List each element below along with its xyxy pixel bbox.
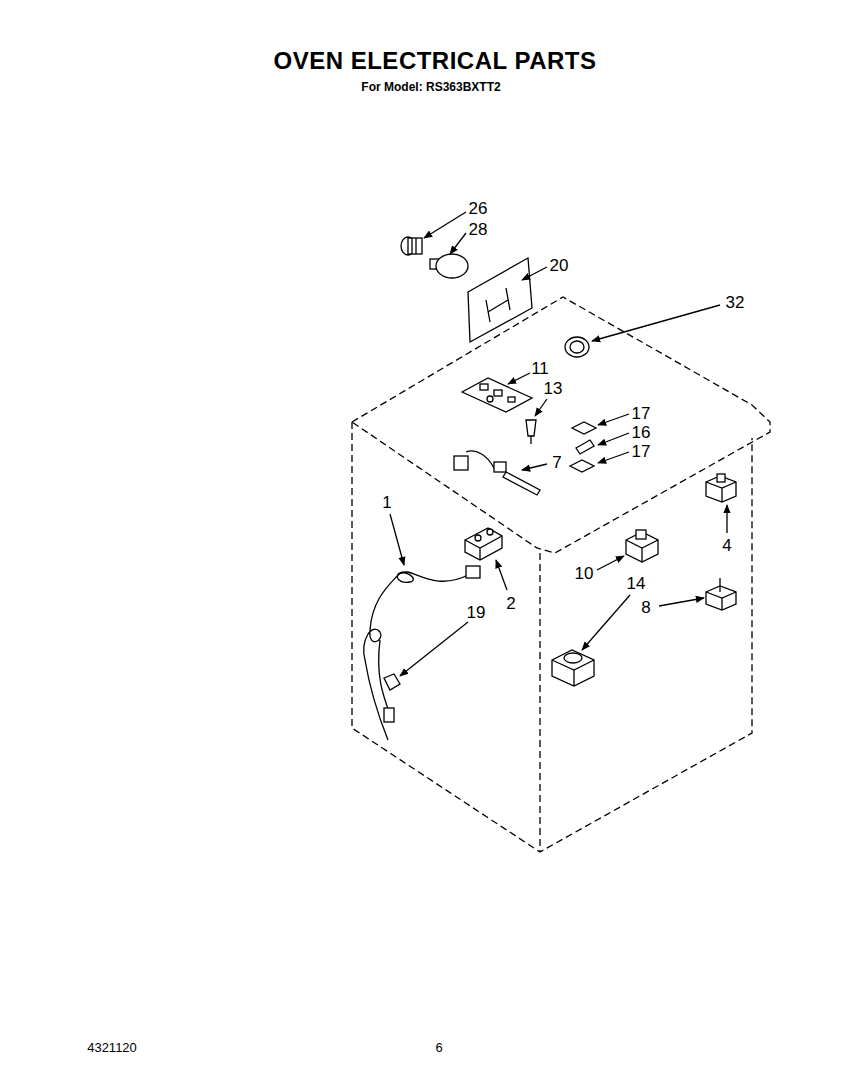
callout-number: 32	[726, 294, 745, 311]
callout-number: 26	[469, 200, 488, 217]
sensor-clip	[526, 420, 536, 444]
switch-4	[706, 474, 736, 502]
switch-10	[626, 530, 658, 562]
callout-number: 4	[722, 537, 731, 554]
callout-number: 1	[382, 494, 391, 511]
callout-number: 2	[506, 595, 515, 612]
insulator	[572, 422, 596, 434]
switch-14	[552, 650, 594, 686]
callout-number: 17	[632, 443, 651, 460]
page-number: 6	[435, 1041, 442, 1054]
callout-number: 20	[550, 257, 569, 274]
callout-number: 19	[467, 604, 486, 621]
lamp-socket	[401, 237, 422, 255]
callout-number: 17	[632, 405, 651, 422]
callout-number: 16	[632, 424, 651, 441]
oven-sensor	[454, 451, 540, 495]
callout-number: 28	[469, 221, 488, 238]
cabinet-outline	[352, 297, 770, 852]
switch-8	[706, 578, 736, 610]
grommet	[565, 337, 589, 357]
callout-number: 11	[531, 360, 549, 377]
callout-number: 8	[641, 599, 650, 616]
leader-lines	[390, 212, 727, 676]
wire-connector	[384, 674, 400, 690]
model-number: For Model: RS363BXTT2	[361, 81, 500, 93]
callout-number: 14	[627, 575, 646, 592]
callout-number: 7	[552, 454, 561, 471]
callout-number: 10	[575, 565, 594, 582]
lamp-bulb	[430, 254, 468, 278]
mounting-plate	[468, 258, 532, 342]
page-title: OVEN ELECTRICAL PARTS	[274, 49, 597, 73]
document-number: 4321120	[87, 1041, 137, 1054]
power-cord	[364, 566, 480, 740]
circuit-board	[462, 378, 532, 412]
terminal-block	[465, 528, 502, 560]
insulator	[570, 460, 594, 472]
terminal	[576, 440, 594, 454]
callout-number: 13	[544, 380, 563, 397]
parts	[364, 237, 736, 740]
